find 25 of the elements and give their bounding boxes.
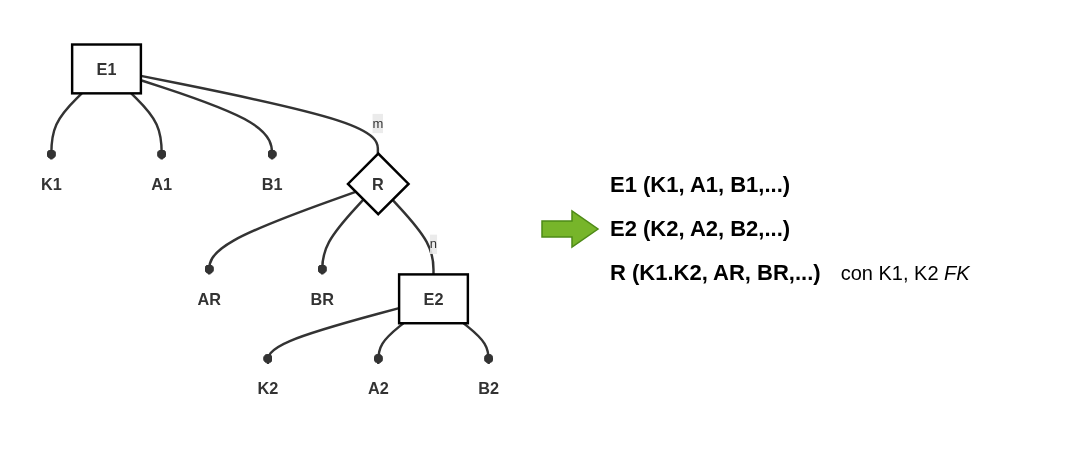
connector xyxy=(140,78,277,160)
node-text: K2 xyxy=(257,379,279,398)
relation-schema: R (K1.K2, AR, BR,...) xyxy=(610,259,821,286)
node-box: E1 xyxy=(70,43,143,95)
connector xyxy=(317,198,365,275)
connector xyxy=(204,190,356,275)
relation-schema: E2 (K2, A2, B2,...) xyxy=(610,215,791,242)
node-text: BR xyxy=(310,289,334,308)
foreign-key-note: con K1, K2 FK xyxy=(840,261,970,285)
connector xyxy=(373,322,405,364)
node-text: K1 xyxy=(40,174,62,193)
node-text: B2 xyxy=(478,379,500,398)
node-text: A1 xyxy=(151,174,173,193)
node-text: B1 xyxy=(261,174,283,193)
edge-label: m xyxy=(372,116,384,130)
connector xyxy=(391,198,435,275)
node-diamond: R xyxy=(346,151,411,216)
connector xyxy=(462,322,494,364)
node-text: AR xyxy=(197,289,221,308)
connector xyxy=(263,306,400,364)
relation-schema: E1 (K1, A1, B1,...) xyxy=(610,171,791,198)
node-box: E2 xyxy=(397,273,470,325)
edge-label: n xyxy=(429,236,438,251)
connector xyxy=(140,74,380,154)
node-text: A2 xyxy=(367,379,389,398)
